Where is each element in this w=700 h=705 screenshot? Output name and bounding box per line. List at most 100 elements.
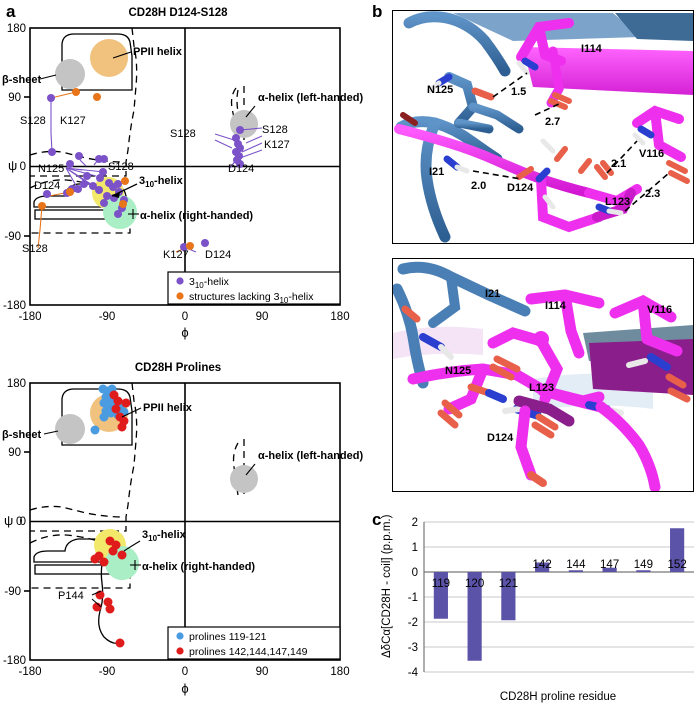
chart-y-tick-label: -3: [408, 642, 418, 654]
chart-category-label: 149: [634, 559, 653, 571]
legend-swatch-prolines-119-121: [176, 632, 184, 640]
chart-y-tick-label: -1: [408, 592, 418, 604]
chart-xlabel: CD28H proline residue: [500, 691, 616, 703]
blue-sidechain-2: [468, 102, 524, 134]
bar: [501, 572, 516, 621]
plot-b-xlabel: ϕ: [181, 681, 188, 696]
bar: [433, 572, 448, 619]
residue-label-d124-1: D124: [228, 163, 254, 175]
plot-b-ylabel-extra: 0: [16, 516, 22, 528]
chart-y-tick-label: 2: [412, 517, 418, 529]
oxygen-d124: [527, 471, 547, 487]
magenta-sidechain-d124-bottom: [515, 405, 537, 481]
svg-text:180: 180: [7, 23, 26, 35]
chart-category-label: 119: [432, 578, 450, 590]
residue-label-d124-3: D124: [205, 249, 231, 261]
svg-text:0: 0: [182, 311, 188, 323]
chart-gridlines: [423, 521, 694, 673]
chart-category-label: 144: [566, 559, 586, 571]
residue-n125-bottom: N125: [445, 365, 471, 377]
blue-sheet-ribbon-2: [615, 13, 693, 41]
residue-label-s128-1: S128: [20, 115, 46, 127]
nitrogen-bottom-2: [647, 353, 671, 371]
residue-d124-top: D124: [507, 182, 534, 194]
residue-label-k127-1: K127: [60, 115, 86, 127]
plot-a-region-annotations: β-sheet PPII helix α-helix (left-handed)…: [2, 46, 363, 222]
ramachandran-plot-prolines: CD28H Prolines 180 90 0 -90 -180 ψ 0 -18…: [0, 355, 363, 705]
plot-a-ylabel: ψ: [8, 158, 17, 173]
label-ppii-helix-b: PPII helix: [143, 402, 193, 414]
label-beta-sheet-b: β-sheet: [2, 429, 41, 441]
chart-category-label: 142: [533, 559, 552, 571]
beta-region-dashed: [30, 27, 138, 177]
svg-text:0: 0: [20, 161, 26, 173]
bar: [636, 570, 651, 572]
chart-y-ticks: 210-1-2-3-4: [408, 517, 419, 679]
label-ppii-helix-a: PPII helix: [133, 46, 183, 58]
plot-a-title: CD28H D124-S128: [128, 7, 228, 19]
magenta-backbone-bottom-main: [407, 363, 607, 413]
legend-label-prolines-119-121: prolines 119-121: [189, 631, 267, 643]
panel-letter-c: c: [372, 510, 382, 529]
blue-backbone-1: [403, 11, 511, 77]
legend-label-310helix: 310-helix: [189, 276, 230, 290]
magenta-backbone-tail: [595, 401, 661, 491]
label-three-ten-b: 310-helix: [142, 529, 187, 543]
chart-category-label: 120: [465, 578, 484, 590]
svg-text:-180: -180: [18, 666, 41, 678]
plot-b-region-annotations: β-sheet PPII helix α-helix (left-handed)…: [2, 402, 363, 608]
blue-sidechain-bottom: [428, 272, 461, 328]
panel-letter-b: b: [372, 2, 383, 21]
residue-label-k127-2: K127: [264, 139, 290, 151]
residue-i21-bottom: I21: [485, 288, 500, 300]
plot-a-legend: 310-helix structures lacking 310-helix: [167, 271, 341, 305]
residue-v116-top: V116: [639, 148, 664, 160]
bar: [535, 562, 550, 572]
beta-ppii-core-outline: [61, 33, 133, 91]
residue-label-s128-4: S128: [262, 124, 288, 136]
blue-sidechain-n125: [444, 72, 479, 128]
residue-label-p144: P144: [58, 590, 84, 602]
beta-lower-dashed-b: [29, 505, 125, 518]
magenta-sidechain-l123: [592, 188, 636, 222]
residue-v116-bottom: V116: [647, 304, 672, 316]
oxygen-bottom-right: [665, 373, 691, 403]
svg-text:-90: -90: [4, 231, 21, 243]
distance-1: 1.5: [511, 86, 526, 98]
beta-sheet-blob: [55, 59, 85, 89]
alpha-left-blob: [230, 110, 258, 138]
svg-text:90: 90: [256, 311, 269, 323]
legend-label-prolines-142-149: prolines 142,144,147,149: [189, 646, 308, 658]
chart-y-tick-label: 1: [412, 542, 418, 554]
alpha-right-dashed-b: [29, 534, 131, 589]
plot-b-y-axis: 180 90 0 -90 -180: [3, 378, 30, 667]
svg-text:-90: -90: [4, 586, 21, 598]
svg-text:180: 180: [330, 311, 349, 323]
structure-image-bottom: I21 I114 V116 N125 L123 D124: [392, 258, 694, 492]
label-three-ten-a: 310-helix: [139, 175, 184, 189]
chart-y-tick-label: 0: [412, 567, 418, 579]
svg-text:0: 0: [182, 666, 188, 678]
heteroatoms: [400, 57, 655, 216]
plot-a-points-310helix: [43, 94, 244, 251]
distance-5: 2.3: [645, 188, 660, 200]
svg-text:90: 90: [256, 666, 269, 678]
svg-text:0: 0: [20, 516, 26, 528]
ppii-helix-blob: [90, 39, 128, 77]
svg-text:-180: -180: [18, 311, 41, 323]
purple-sidechain: [513, 395, 575, 427]
svg-text:-180: -180: [3, 300, 26, 312]
purple-ribbon: [589, 339, 693, 395]
label-alpha-right-b: α-helix (right-handed): [142, 561, 255, 573]
residue-label-s128-3: S128: [170, 128, 196, 140]
legend-swatch-prolines-142-149: [176, 647, 184, 655]
legend-swatch-310helix: [176, 277, 184, 285]
plot-b-legend: prolines 119-121 prolines 142,144,147,14…: [167, 626, 341, 660]
structure-image-top: 1.5 2.7 2.0 2.1 2.3 N125 I21 I114 D124 V…: [392, 10, 694, 244]
bar: [670, 528, 685, 572]
chart-category-label: 152: [668, 559, 687, 571]
hydrogen-bonds: [472, 72, 670, 212]
label-beta-sheet-a: β-sheet: [2, 74, 41, 86]
bar: [568, 570, 583, 572]
svg-text:180: 180: [7, 378, 26, 390]
